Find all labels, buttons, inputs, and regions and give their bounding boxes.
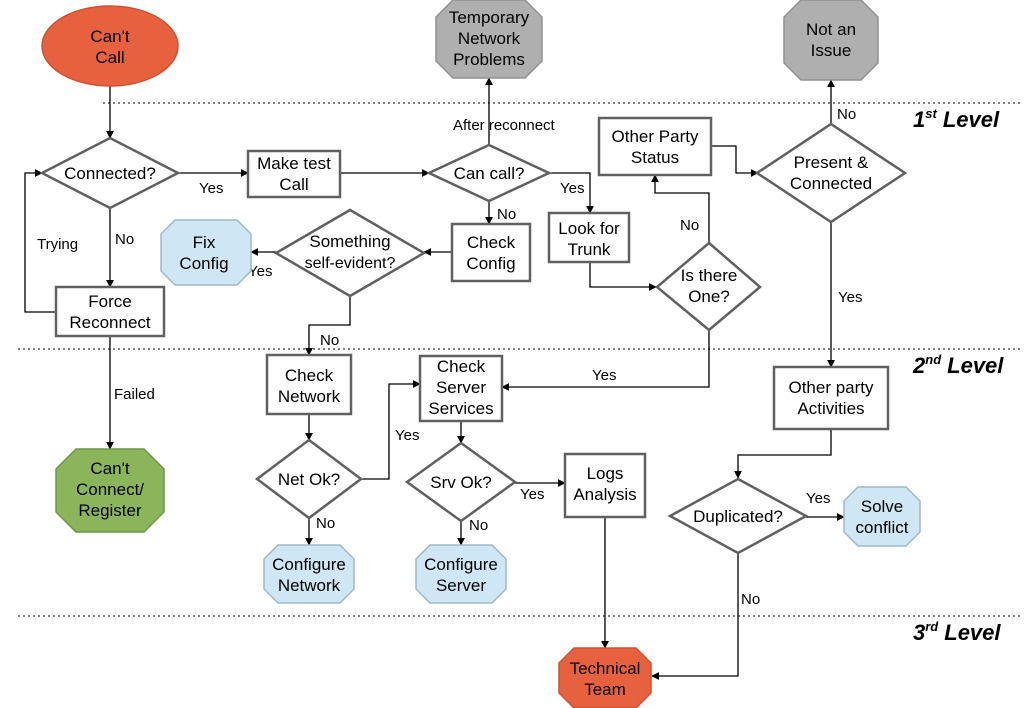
edge-labels: After reconnect Yes No Trying Yes No No … bbox=[37, 106, 862, 608]
edge-cancall-lookfortrunk bbox=[549, 172, 594, 214]
node-srv-ok: Srv Ok? bbox=[404, 441, 518, 523]
svg-text:Present &Connected: Present &Connected bbox=[790, 153, 872, 193]
label-connected-yes: Yes bbox=[199, 180, 223, 197]
label-isthereone-yes: Yes bbox=[592, 367, 616, 384]
edge-forcereconnect-connected-trying bbox=[24, 169, 56, 313]
edge-netok-checkserver bbox=[361, 380, 421, 480]
node-duplicated: Duplicated? bbox=[667, 477, 809, 555]
node-net-ok: Net Ok? bbox=[254, 438, 364, 520]
label-netok-yes: Yes bbox=[395, 427, 419, 444]
svg-text:Connected?: Connected? bbox=[64, 164, 156, 183]
edge-isthereone-checkserver bbox=[501, 330, 710, 391]
label-trying: Trying bbox=[37, 236, 78, 253]
label-selfevident-no: No bbox=[320, 332, 339, 349]
svg-text:Duplicated?: Duplicated? bbox=[693, 507, 783, 526]
label-connected-no: No bbox=[115, 231, 134, 248]
label-srvok-yes: Yes bbox=[520, 486, 544, 503]
label-cancall-no: No bbox=[497, 206, 516, 223]
edge-selfevident-checknetwork bbox=[305, 296, 351, 356]
label-failed: Failed bbox=[114, 386, 155, 403]
node-connected: Connected? bbox=[39, 136, 181, 210]
label-cancall-yes: Yes bbox=[560, 180, 584, 197]
label-duplicated-no: No bbox=[741, 591, 760, 608]
label-after-reconnect: After reconnect bbox=[453, 117, 556, 134]
label-present-no: No bbox=[837, 106, 856, 123]
edge-isthereone-otherpartystatus bbox=[651, 174, 710, 243]
label-present-yes: Yes bbox=[838, 289, 862, 306]
edges bbox=[24, 77, 845, 680]
label-isthereone-no: No bbox=[680, 217, 699, 234]
label-netok-no: No bbox=[316, 515, 335, 532]
node-can-call: Can call? bbox=[426, 143, 552, 203]
node-present-connected: Present &Connected bbox=[754, 122, 908, 224]
svg-text:Can call?: Can call? bbox=[454, 164, 525, 183]
edge-otherpartyactivities-duplicated bbox=[734, 429, 832, 479]
edge-duplicated-technicalteam bbox=[651, 552, 739, 680]
label-selfevident-yes: Yes bbox=[248, 263, 272, 280]
label-duplicated-yes: Yes bbox=[806, 490, 830, 507]
svg-text:Net Ok?: Net Ok? bbox=[278, 470, 340, 489]
edge-otherpartystatus-present bbox=[711, 145, 759, 177]
svg-text:Srv Ok?: Srv Ok? bbox=[430, 473, 491, 492]
edge-lookfortrunk-isthereone bbox=[589, 262, 657, 291]
label-srvok-no: No bbox=[469, 517, 488, 534]
